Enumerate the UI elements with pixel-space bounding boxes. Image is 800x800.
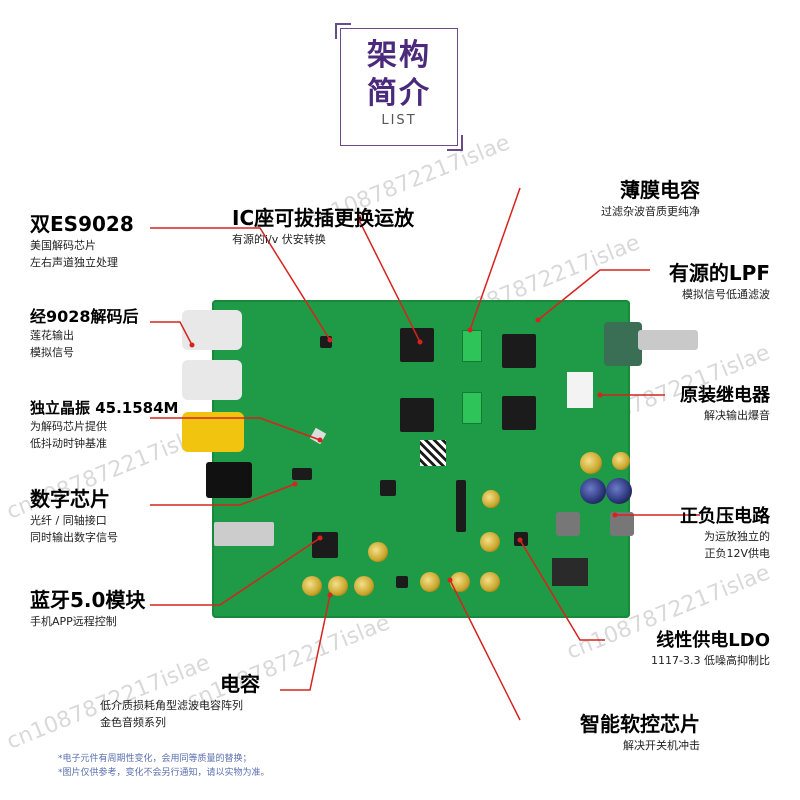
- label-title: 薄膜电容: [620, 178, 700, 202]
- rca-jack-white: [182, 360, 242, 400]
- label-desc: 为运放独立的: [704, 530, 770, 543]
- inductor: [556, 512, 580, 536]
- label-film-cap: 薄膜电容 过滤杂波音质更纯净: [601, 174, 700, 220]
- ribbon-connector: [456, 480, 466, 532]
- electrolytic-capacitor: [480, 532, 500, 552]
- electrolytic-capacitor: [580, 452, 602, 474]
- electrolytic-capacitor: [368, 542, 388, 562]
- label-desc: 有源的i/v 伏安转换: [232, 233, 326, 246]
- label-capacitor: 电容 低介质损耗角型滤波电容阵列 金色音频系列: [100, 668, 260, 731]
- label-title: 原装继电器: [680, 385, 770, 406]
- label-dual-es9028: 双ES9028 美国解码芯片 左右声道独立处理: [30, 208, 134, 271]
- label-desc: 模拟信号: [30, 346, 74, 359]
- label-desc: 过滤杂波音质更纯净: [601, 205, 700, 218]
- relay: [567, 372, 593, 408]
- electrolytic-capacitor: [328, 576, 348, 596]
- label-title: 蓝牙5.0模块: [30, 588, 146, 612]
- label-crystal: 独立晶振 45.1584M 为解码芯片提供 低抖动时钟基准: [30, 397, 178, 452]
- volume-knob: [604, 322, 642, 366]
- opamp-chip: [502, 396, 536, 430]
- label-after-decode: 经9028解码后 莲花输出 模拟信号: [30, 303, 139, 361]
- regulator: [552, 558, 588, 586]
- label-relay: 原装继电器 解决输出爆音: [680, 381, 770, 424]
- bluetooth-chip: [312, 532, 338, 558]
- label-desc: 同时输出数字信号: [30, 531, 118, 544]
- volume-shaft: [638, 330, 698, 350]
- label-desc: 美国解码芯片: [30, 239, 96, 252]
- electrolytic-capacitor: [450, 572, 470, 592]
- pcb-board: [182, 300, 698, 618]
- label-digital-chip: 数字芯片 光纤 / 同轴接口 同时输出数字信号: [30, 483, 118, 546]
- label-soft-control: 智能软控芯片 解决开关机冲击: [580, 708, 700, 754]
- label-desc: 模拟信号低通滤波: [682, 288, 770, 301]
- qr-code: [420, 440, 446, 466]
- label-title: 双ES9028: [30, 212, 134, 236]
- usb-port: [214, 522, 274, 546]
- electrolytic-capacitor: [420, 572, 440, 592]
- title-line-2: 简介: [367, 76, 431, 111]
- footnotes: *电子元件有周期性变化，会用同等质量的替换； *图片仅供参考，变化不会另行通知，…: [58, 752, 270, 780]
- label-desc: 光纤 / 同轴接口: [30, 514, 107, 527]
- label-desc: 金色音频系列: [100, 716, 166, 729]
- label-desc: 正负12V供电: [704, 547, 770, 560]
- electrolytic-capacitor: [606, 478, 632, 504]
- label-title: 正负压电路: [680, 506, 770, 527]
- electrolytic-capacitor: [480, 572, 500, 592]
- electrolytic-capacitor: [482, 490, 500, 508]
- label-title: 电容: [220, 672, 260, 696]
- label-title: 有源的LPF: [668, 261, 770, 285]
- dac-chip: [380, 480, 396, 496]
- label-title: 经9028解码后: [30, 307, 139, 326]
- label-active-lpf: 有源的LPF 模拟信号低通滤波: [669, 257, 770, 303]
- film-capacitor: [462, 392, 482, 424]
- label-desc: 为解码芯片提供: [30, 420, 107, 433]
- label-desc: 解决输出爆音: [704, 409, 770, 422]
- label-ldo: 线性供电LDO 1117-3.3 低噪高抑制比: [651, 626, 770, 669]
- opamp-chip: [400, 398, 434, 432]
- label-desc: 1117-3.3 低噪高抑制比: [651, 654, 770, 667]
- soft-control-chip: [396, 576, 408, 588]
- title-sub: LIST: [381, 113, 417, 128]
- label-title: 独立晶振 45.1584M: [30, 399, 179, 417]
- opamp-chip: [502, 334, 536, 368]
- label-ic-socket: IC座可拔插更换运放 有源的i/v 伏安转换: [232, 202, 414, 248]
- title-box: 架构 简介 LIST: [335, 23, 463, 151]
- label-pos-neg: 正负压电路 为运放独立的 正负12V供电: [680, 502, 770, 562]
- electrolytic-capacitor: [612, 452, 630, 470]
- label-bluetooth: 蓝牙5.0模块 手机APP远程控制: [30, 584, 145, 630]
- label-title: IC座可拔插更换运放: [232, 206, 415, 230]
- label-desc: 解决开关机冲击: [623, 739, 700, 752]
- label-title: 智能软控芯片: [580, 712, 700, 736]
- label-desc: 手机APP远程控制: [30, 615, 117, 628]
- label-desc: 低抖动时钟基准: [30, 437, 107, 450]
- title-line-1: 架构: [367, 38, 431, 73]
- label-title: 线性供电LDO: [656, 630, 770, 651]
- optical-port: [206, 462, 252, 498]
- footnote: *图片仅供参考，变化不会另行通知，请以实物为准。: [58, 768, 270, 778]
- digital-chip: [292, 468, 312, 480]
- label-desc: 低介质损耗角型滤波电容阵列: [100, 699, 243, 712]
- electrolytic-capacitor: [302, 576, 322, 596]
- footnote: *电子元件有周期性变化，会用同等质量的替换；: [58, 754, 252, 764]
- label-desc: 莲花输出: [30, 329, 74, 342]
- opamp-chip: [400, 328, 434, 362]
- electrolytic-capacitor: [354, 576, 374, 596]
- label-title: 数字芯片: [30, 487, 110, 511]
- electrolytic-capacitor: [580, 478, 606, 504]
- label-desc: 左右声道独立处理: [30, 256, 118, 269]
